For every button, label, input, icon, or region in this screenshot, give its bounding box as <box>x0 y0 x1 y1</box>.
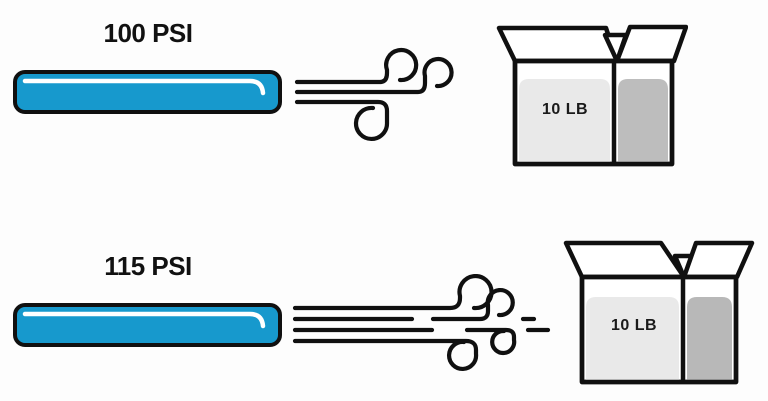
box-contents-right <box>618 79 668 162</box>
box-weight-label-high: 10 LB <box>610 317 658 334</box>
open-box-illustration-high <box>563 240 755 385</box>
bar-highlight <box>22 311 266 329</box>
wind-icon-weak <box>294 47 454 141</box>
open-box-illustration-low <box>496 24 688 167</box>
air-knife-bar-low <box>13 70 282 114</box>
box-contents-left <box>519 79 610 162</box>
bar-highlight <box>22 78 266 96</box>
box-contents-left <box>586 297 679 380</box>
air-knife-bar-high <box>13 303 282 347</box>
pressure-label-low: 100 PSI <box>103 18 193 48</box>
pressure-label-high: 115 PSI <box>104 251 192 281</box>
wind-icon-strong <box>292 274 551 371</box>
box-contents-right <box>687 297 732 380</box>
box-weight-label-low: 10 LB <box>541 101 589 118</box>
